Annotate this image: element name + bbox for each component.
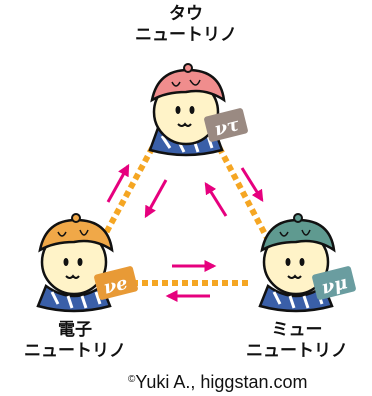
arrow-tau-to-mu bbox=[240, 167, 264, 203]
oscillation-arrows bbox=[106, 163, 264, 302]
electron-neutrino-character: νe bbox=[36, 213, 138, 313]
credit-text: Yuki A., higgstan.com bbox=[135, 372, 308, 392]
tau-neutrino-character: ντ bbox=[148, 63, 248, 157]
tau-tag bbox=[204, 108, 248, 142]
electron-neutrino-label: 電子 ニュートリノ bbox=[24, 320, 126, 361]
copyright-credit: ©Yuki A., higgstan.com bbox=[128, 372, 307, 393]
arrow-tau-to-e bbox=[144, 179, 168, 219]
arrow-mu-to-tau bbox=[204, 181, 228, 217]
muon-tag bbox=[312, 266, 356, 300]
tau-neutrino-label: タウ ニュートリノ bbox=[135, 4, 237, 45]
muon-neutrino-label: ミュー ニュートリノ bbox=[246, 320, 348, 361]
copyright-symbol: © bbox=[128, 374, 136, 385]
arrow-e-to-tau bbox=[106, 163, 130, 203]
muon-neutrino-character: νμ bbox=[258, 213, 356, 313]
electron-symbol: νe bbox=[101, 273, 129, 299]
electron-tag bbox=[94, 266, 138, 300]
